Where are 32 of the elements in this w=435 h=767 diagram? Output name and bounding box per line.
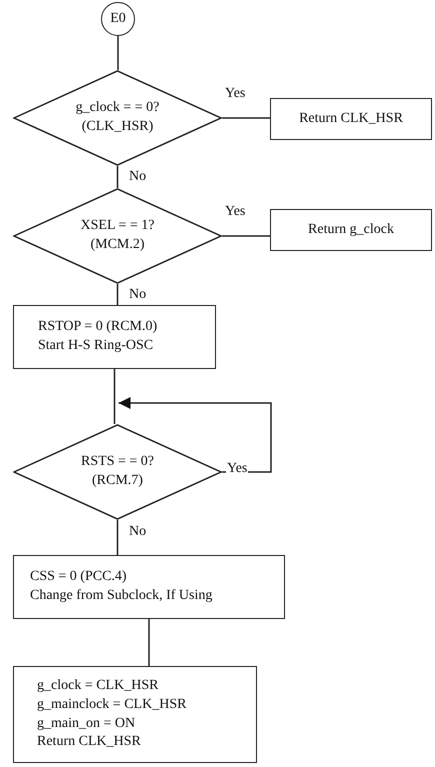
arrow	[118, 397, 272, 473]
node-text: XSEL = = 1? (MCM.2)	[80, 217, 156, 254]
node-text: RSTS = = 0? (RCM.7)	[80, 453, 155, 490]
node-text: Change from Subclock, If Using	[30, 587, 212, 605]
node-text: Return CLK_HSR	[299, 110, 403, 128]
connector-circle	[101, 2, 135, 36]
process-box	[13, 666, 257, 763]
node-text: E0	[110, 10, 126, 28]
node-text: Return CLK_HSR	[37, 733, 141, 752]
node-text: g_main_on = ON	[37, 714, 136, 732]
node-text: g_clock = CLK_HSR	[37, 676, 158, 695]
node-text: RSTOP = 0 (RCM.0)	[38, 318, 158, 336]
node-text: Return g_clock	[308, 220, 394, 239]
node-text: CSS = 0 (PCC.4)	[30, 568, 127, 586]
connector-line	[116, 520, 118, 555]
connector-line	[222, 117, 270, 119]
decision-diamond	[13, 188, 222, 284]
node-text: g_clock = = 0? (CLK_HSR)	[74, 99, 160, 136]
connector-line	[116, 284, 118, 305]
process-box	[13, 555, 285, 619]
connector-line	[222, 235, 270, 237]
node-text: Start H-S Ring-OSC	[38, 337, 154, 355]
connector-line	[116, 166, 118, 188]
decision-diamond	[13, 70, 222, 166]
connector-line	[117, 36, 119, 70]
process-box	[270, 98, 432, 140]
node-text: g_mainclock = CLK_HSR	[37, 696, 186, 714]
connector-line	[114, 369, 116, 424]
decision-diamond	[13, 424, 222, 520]
process-box	[13, 305, 216, 369]
process-box	[270, 209, 432, 251]
connector-line	[148, 619, 150, 666]
